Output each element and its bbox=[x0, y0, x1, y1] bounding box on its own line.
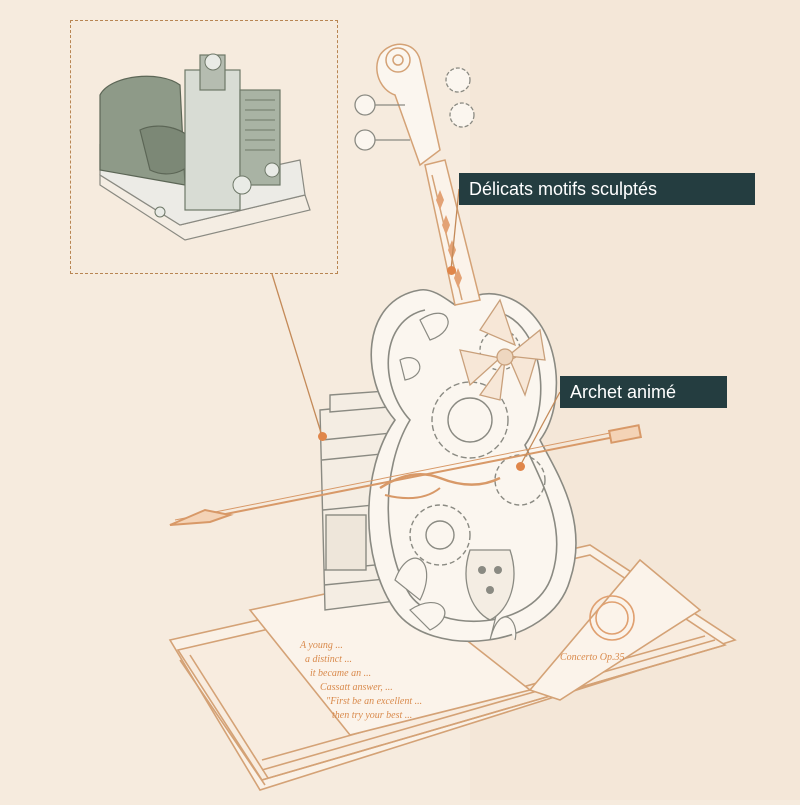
inset-callout-dot bbox=[318, 432, 327, 441]
tailpiece-hole bbox=[494, 566, 502, 574]
mechanism-inset-frame bbox=[70, 20, 338, 274]
bow-leader-line bbox=[519, 391, 561, 467]
book-line-3: it became an ... bbox=[310, 668, 371, 679]
inset-leader-line bbox=[271, 273, 323, 437]
book-line-6: then try your best ... bbox=[332, 710, 412, 721]
book-heading: Concerto Op.35 bbox=[560, 652, 624, 663]
tailpiece bbox=[465, 549, 515, 621]
tailpiece-hole bbox=[478, 566, 486, 574]
book-line-1: A young ... bbox=[299, 640, 343, 651]
book-line-5: "First be an excellent ... bbox=[326, 696, 422, 707]
book-line-2: a distinct ... bbox=[305, 654, 352, 665]
cello-bow bbox=[169, 424, 643, 526]
music-box-mechanism bbox=[99, 53, 311, 241]
carving-leader-line bbox=[450, 188, 460, 271]
tailpiece-hole bbox=[486, 586, 494, 594]
animated-bow-label: Archet animé bbox=[560, 376, 727, 408]
open-book-base bbox=[168, 544, 737, 791]
book-line-4: Cassatt answer, ... bbox=[320, 682, 393, 693]
tuning-pegs bbox=[354, 67, 475, 151]
cello-flower bbox=[459, 298, 546, 401]
callout-lines bbox=[271, 188, 561, 467]
carving-callout-dot bbox=[447, 266, 456, 275]
carved-motifs-label: Délicats motifs sculptés bbox=[459, 173, 755, 205]
bow-callout-dot bbox=[516, 462, 525, 471]
book-page-text: Concerto Op.35 A young ... a distinct ..… bbox=[299, 640, 624, 721]
cello-scroll bbox=[376, 43, 441, 167]
cello-gears bbox=[409, 329, 546, 566]
